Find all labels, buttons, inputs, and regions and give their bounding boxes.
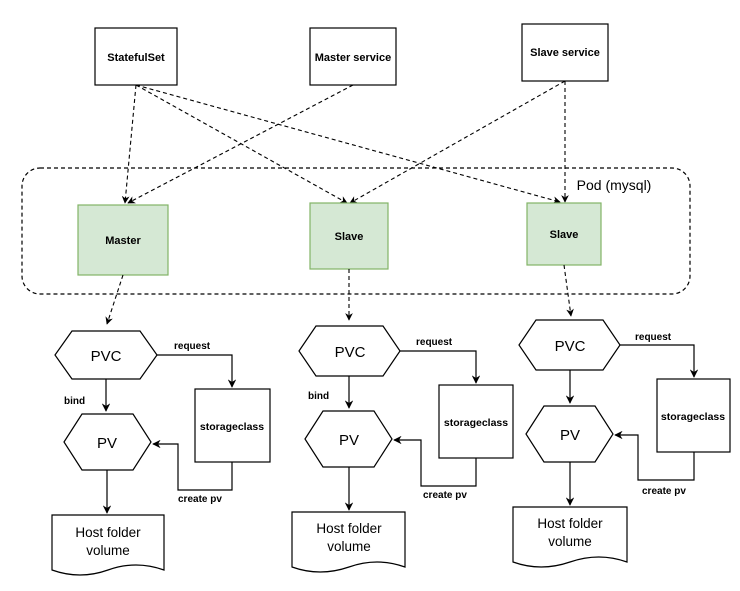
request-label: request [174,341,211,352]
pv-hexagon [525,405,614,463]
host-volume-shape [291,511,406,573]
statefulset-to-slave2 [135,84,561,204]
master-service-box: Master service [309,27,397,86]
create-pv-label: create pv [178,494,222,505]
storage-column-2: PVC request storageclass bind PV create … [291,325,514,573]
slave-service-to-slave1 [349,80,566,204]
host-volume-line2: volume [86,543,130,558]
host-volume-line2: volume [327,539,371,554]
storageclass-box [656,378,731,453]
host-volume-shape [51,514,165,576]
host-volume-line1: Host folder [75,525,141,540]
pv-hexagon [63,413,152,471]
host-volume-shape [512,506,628,568]
pvc-label: PVC [335,344,366,361]
create-pv-arrow [614,430,695,481]
request-label: request [416,337,453,348]
pod-slave-2: Slave [526,202,602,266]
statefulset-to-master [121,84,137,204]
storageclass-box [194,388,271,463]
host-volume-line1: Host folder [316,521,382,536]
storage-column-3: PVC request storageclass PV create pv Ho… [512,319,731,568]
pod-master: Master [77,204,169,276]
host-volume-line2: volume [548,534,592,549]
pod-master-label: Master [105,235,141,247]
host-volume-line1: Host folder [537,516,603,531]
create-pv-arrow [393,435,477,487]
slave-service-label: Slave service [530,47,600,59]
top-connectors [121,80,569,204]
request-label: request [635,332,672,343]
storage-column-1: PVC request storageclass bind PV create … [51,330,271,576]
pv-label: PV [339,432,359,449]
master-service-to-master [127,84,354,204]
statefulset-box: StatefulSet [94,27,178,86]
create-pv-label: create pv [423,490,467,501]
pod-group-label: Pod (mysql) [577,177,652,193]
bind-label: bind [64,396,85,407]
master-to-pvc [105,274,124,325]
request-arrow [400,350,481,384]
pod-slave-1: Slave [309,202,389,270]
storageclass-label: storageclass [200,421,264,433]
slave2-to-pvc [563,264,574,317]
bind-label: bind [308,391,329,402]
pod-to-pvc-connectors [105,264,574,325]
pvc-label: PVC [91,348,122,365]
storageclass-box [438,384,514,459]
master-service-label: Master service [315,52,391,64]
slave-service-box: Slave service [521,23,609,82]
request-arrow [620,344,699,378]
statefulset-label: StatefulSet [107,52,165,64]
pv-hexagon [304,410,393,468]
pv-label: PV [97,435,117,452]
pod-slave-1-label: Slave [335,231,364,243]
pod-group-container [21,167,691,295]
create-pv-label: create pv [642,486,686,497]
pv-label: PV [560,427,580,444]
request-arrow [157,354,237,388]
storageclass-label: storageclass [661,411,725,423]
pod-slave-2-label: Slave [550,229,579,241]
pvc-label: PVC [555,338,586,355]
create-pv-arrow [152,439,233,491]
storageclass-label: storageclass [444,417,508,429]
